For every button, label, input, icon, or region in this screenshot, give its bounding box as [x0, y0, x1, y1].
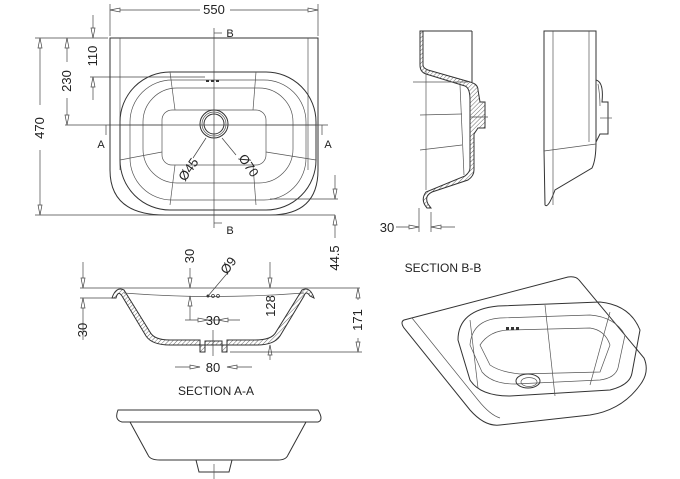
front-offset-dimension: 44.5 [327, 245, 342, 270]
plan-dimensions [35, 4, 338, 238]
width-dimension: 550 [203, 2, 225, 17]
overall-height-dimension: 171 [350, 309, 365, 331]
waste-offset-dimension: 230 [59, 70, 74, 92]
waste-width-dimension: 80 [206, 360, 220, 375]
section-b-dimensions [396, 208, 455, 232]
depth-dimension: 470 [32, 117, 47, 139]
section-a-view [111, 288, 315, 356]
isometric-view [401, 276, 647, 426]
plan-view [65, 28, 328, 228]
section-b-title: SECTION B-B [405, 261, 482, 275]
waste-flange-diameter: Ø70 [235, 151, 261, 180]
section-mark-a-left: A [97, 139, 105, 151]
section-a-dimensions [80, 262, 362, 370]
section-mark-a-right: A [324, 139, 332, 151]
overflow-height-dimension: 30 [75, 323, 90, 337]
waste-outer-diameter: Ø45 [175, 155, 201, 184]
front-elevation [116, 409, 322, 479]
tap-holes [206, 80, 219, 82]
side-elevation [543, 30, 612, 207]
tap-offset-dimension: 110 [85, 46, 100, 67]
wall-thickness-dimension: 30 [380, 220, 394, 235]
section-a-title: SECTION A-A [178, 384, 254, 398]
hole-spacing-dimension: 30 [206, 313, 220, 328]
hole-diameter: Ø9 [217, 254, 239, 277]
section-mark-b-bottom: B [226, 225, 233, 237]
section-mark-b-top: B [226, 28, 233, 40]
bowl-depth-dimension: 128 [263, 295, 278, 317]
section-b-view [413, 30, 488, 209]
rim-dimension: 30 [182, 249, 197, 263]
